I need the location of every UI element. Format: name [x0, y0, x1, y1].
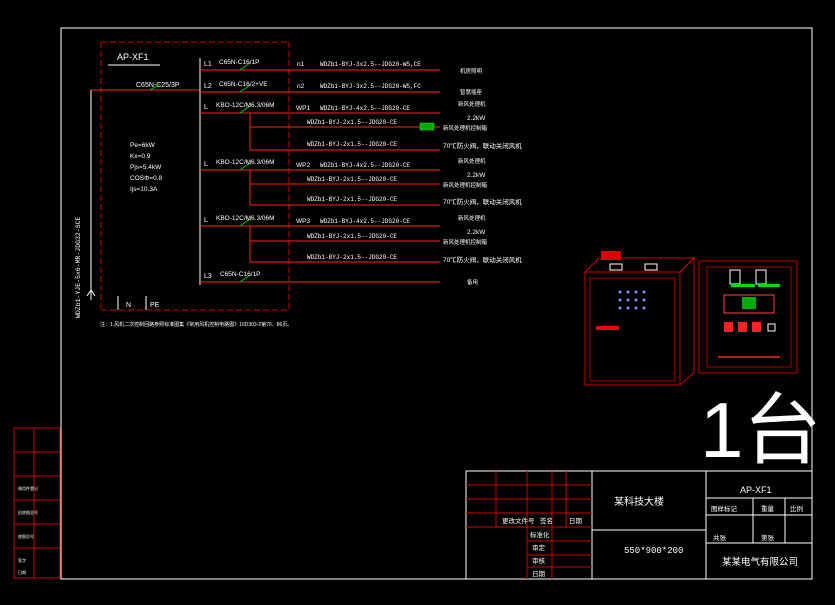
- row-header-sign: 签名: [540, 516, 553, 525]
- circuit-3-sub-load-1: 新风处理机控制箱: [443, 124, 488, 132]
- circuit-4-power: 2.2kW: [467, 172, 486, 179]
- param-kx: Kx=0.9: [130, 153, 151, 160]
- circuit-1-cable: WDZb1-BYJ-3x2.5--JDG20-WS,CE: [320, 61, 421, 68]
- row-header-change: 更改文件号: [502, 516, 535, 525]
- circuit-1-load: 机房照明: [460, 67, 483, 75]
- cabinet-3d: [583, 251, 696, 386]
- circuit-6-breaker: C65N-C16/1P: [220, 271, 260, 278]
- circuit-3-power: 2.2kW: [467, 115, 486, 122]
- stage-scale: 比例: [790, 504, 803, 513]
- circuit-5-power: 2.2kW: [467, 229, 486, 236]
- circuit-4-id: WP2: [296, 162, 310, 169]
- circuit-5-sub-load-2: 70℃防火阀，联动关闭风机: [443, 255, 522, 264]
- approval-review: 审定: [532, 543, 546, 552]
- circuit-4-cable: WDZb1-BYJ-4x2.5--JDG20-CE: [320, 162, 410, 169]
- incoming-cable-label: WDZb1-YJE-5x6-MR-JDG32-SCE: [75, 216, 82, 318]
- side-stamp-3: 底图总号: [18, 533, 34, 539]
- note-text: 注：1.风机二次控制回路参照标准图集《常用风机控制电路图》16D303-2第79…: [100, 321, 292, 328]
- circuit-5-cable: WDZb1-BYJ-4x2.5--JDG20-CE: [320, 218, 410, 225]
- circuit-spare: L3 C65N-C16/1P 备用: [200, 271, 478, 286]
- side-stamp-2: 旧底图总号: [18, 509, 38, 515]
- circuit-1-breaker: C65N-C16/1P: [219, 59, 259, 66]
- quantity-label: 1台: [700, 386, 821, 474]
- approval-standard: 标准化: [530, 530, 550, 539]
- side-stamp: 借用件登记 旧底图总号 底图总号 签字 日期: [13, 427, 61, 579]
- circuit-2-cable: WDZb1-BYJ-3x2.5--JDG20-WS,FC: [320, 83, 421, 90]
- circuit-4-sub-cable-2: WDZb1-BYJ-2x1.5--JDG20-CE: [307, 196, 397, 203]
- circuit-wp1: L KBO-12C/M6.3/06M WP1 WDZb1-BYJ-4x2.5--…: [200, 100, 522, 151]
- stage-mark: 图样标记: [711, 504, 738, 513]
- side-stamp-5: 日期: [18, 569, 26, 575]
- param-pe: Pe=6kW: [130, 142, 156, 149]
- circuit-6-load: 备用: [467, 278, 478, 286]
- circuit-5-sub-load-1: 新风处理机控制箱: [443, 238, 488, 246]
- circuit-n2: L2 C65N-C16/2+VE n2 WDZb1-BYJ-3x2.5--JDG…: [200, 81, 483, 96]
- circuit-5-sub-cable-1: WDZb1-BYJ-2x1.5--JDG20-CE: [307, 233, 397, 240]
- param-cos: COSΦ=0.8: [130, 175, 162, 182]
- circuit-wp3: L KBO-12C/M6.3/06M WP3 WDZb1-BYJ-4x2.5--…: [200, 214, 522, 264]
- circuit-3-load: 新风处理机: [458, 100, 486, 108]
- circuit-3-sub-load-2: 70℃防火阀，联动关闭风机: [443, 141, 522, 150]
- circuit-4-sub-cable-1: WDZb1-BYJ-2x1.5--JDG20-CE: [307, 176, 397, 183]
- circuit-3-phase: L: [204, 104, 208, 111]
- approval-check: 审核: [532, 556, 546, 565]
- circuit-6-phase: L3: [204, 273, 212, 280]
- row-header-date: 日期: [569, 517, 583, 525]
- circuit-5-load: 新风处理机: [458, 214, 486, 222]
- circuit-3-sub-cable-2: WDZb1-BYJ-2x1.5--JDG20-CE: [307, 141, 397, 148]
- param-pjs: Pjs=5.4kW: [130, 164, 162, 171]
- circuit-4-load: 新风处理机: [458, 157, 486, 165]
- load-params: Pe=6kW Kx=0.9 Pjs=5.4kW COSΦ=0.8 Ijs=10.…: [130, 142, 162, 193]
- circuit-5-sub-cable-2: WDZb1-BYJ-2x1.5--JDG20-CE: [307, 254, 397, 261]
- circuit-4-phase: L: [204, 161, 208, 168]
- circuit-1-id: n1: [297, 61, 305, 68]
- incoming-feeder: C65N-C25/3P WDZb1-YJE-5x6-MR-JDG32-SCE: [75, 82, 200, 318]
- circuit-4-breaker: KBO-12C/M6.3/06M: [216, 159, 275, 166]
- circuit-3-id: WP1: [296, 105, 310, 112]
- stage-weight: 重量: [761, 505, 775, 513]
- circuit-2-id: n2: [297, 83, 305, 90]
- circuit-3-cable: WDZb1-BYJ-4x2.5--JDG20-CE: [320, 105, 410, 112]
- cabinet-front: [698, 260, 798, 374]
- circuit-2-load: 智慧插座: [460, 88, 483, 96]
- circuit-5-id: WP3: [296, 218, 310, 225]
- circuit-2-breaker: C65N-C16/2+VE: [219, 81, 268, 88]
- drawing-frame: [60, 27, 813, 580]
- side-stamp-4: 签字: [18, 557, 26, 563]
- circuit-5-phase: L: [204, 217, 208, 224]
- circuit-2-phase: L2: [204, 83, 212, 90]
- circuit-5-breaker: KBO-12C/M6.3/06M: [216, 215, 275, 222]
- circuit-n1: L1 C65N-C16/1P n1 WDZb1-BYJ-3x2.5--JDG20…: [200, 59, 483, 75]
- circuit-3-breaker: KBO-12C/M6.3/06M: [216, 102, 275, 109]
- cabinet-red-tag: [601, 251, 621, 260]
- bus-pe-label: PE: [150, 302, 160, 309]
- drawing-number: AP-XF1: [740, 485, 772, 495]
- bus-n-label: N: [126, 302, 131, 309]
- sheet-number: 第张: [761, 533, 775, 542]
- circuit-wp2: L KBO-12C/M6.3/06M WP2 WDZb1-BYJ-4x2.5--…: [200, 157, 522, 206]
- circuit-4-sub-load-2: 70℃防火阀，联动关闭风机: [443, 197, 522, 206]
- title-block: 更改文件号 签名 日期 标准化 审定 审核 日期 某科技大楼 550*900*2…: [465, 470, 813, 580]
- approval-date: 日期: [532, 570, 546, 578]
- side-stamp-1: 借用件登记: [18, 485, 38, 491]
- param-ijs: Ijs=10.3A: [130, 186, 158, 193]
- circuit-3-sub-cable-1: WDZb1-BYJ-2x1.5--JDG20-CE: [307, 119, 397, 126]
- panel-box: AP-XF1: [100, 41, 290, 311]
- circuit-4-sub-load-1: 新风处理机控制箱: [443, 181, 488, 189]
- cabinet-dimensions: 550*900*200: [624, 546, 683, 556]
- sheet-total: 共张: [713, 533, 727, 542]
- company-name: 某某电气有限公司: [722, 556, 798, 568]
- panel-name: AP-XF1: [117, 52, 149, 62]
- circuit-1-phase: L1: [204, 61, 212, 68]
- project-name: 某科技大楼: [614, 495, 664, 508]
